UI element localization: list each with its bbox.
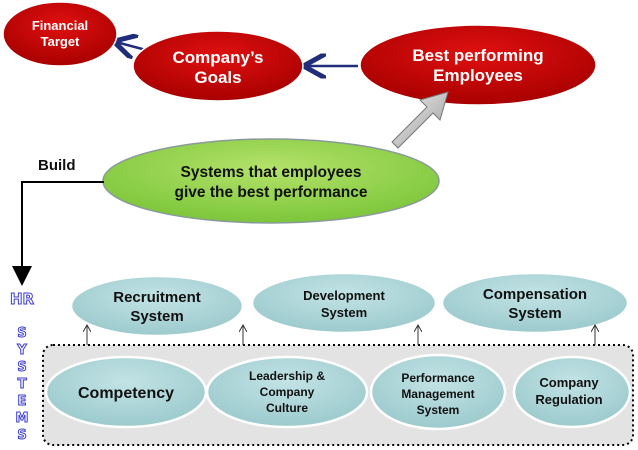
systems-vertical-label: S Y S T E M S	[15, 326, 29, 444]
svg-text:S: S	[17, 326, 26, 341]
svg-text:Competency: Competency	[78, 385, 174, 402]
build-arrow	[12, 181, 104, 286]
svg-text:M: M	[16, 411, 29, 426]
foundation-arrows	[87, 326, 595, 345]
arrow-goals-to-financial	[116, 42, 147, 50]
svg-text:T: T	[18, 377, 27, 392]
svg-text:S: S	[17, 428, 26, 443]
hr-label: HR	[10, 290, 35, 308]
node-competency: Competency	[44, 355, 208, 429]
build-label: Build	[38, 157, 76, 174]
block-arrow-up-right	[391, 91, 449, 149]
svg-text:S: S	[17, 360, 26, 375]
svg-text:Y: Y	[16, 343, 27, 358]
svg-text:E: E	[18, 394, 27, 409]
